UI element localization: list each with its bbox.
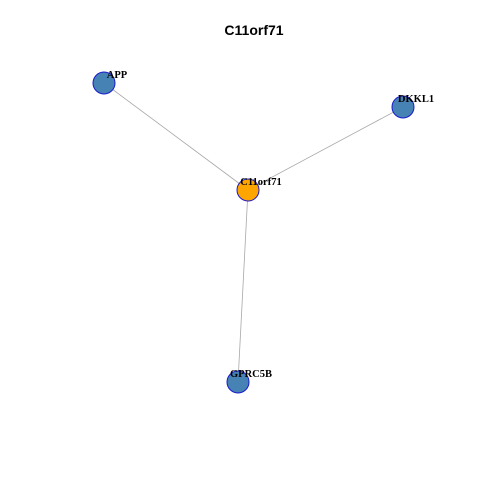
edge-C11orf71-DKKL1 bbox=[247, 106, 404, 191]
node-circle-DKKL1[interactable] bbox=[391, 95, 415, 119]
node-label-APP: APP bbox=[107, 70, 128, 81]
node-circle-GPRC5B[interactable] bbox=[226, 370, 250, 394]
node-circle-APP[interactable] bbox=[92, 71, 116, 95]
node-DKKL1[interactable]: DKKL1 bbox=[391, 94, 434, 119]
node-APP[interactable]: APP bbox=[92, 70, 128, 95]
node-label-C11orf71: C11orf71 bbox=[240, 177, 281, 188]
node-C11orf71[interactable]: C11orf71 bbox=[236, 177, 282, 202]
edge-C11orf71-APP bbox=[103, 82, 249, 191]
edges-layer bbox=[103, 82, 404, 383]
node-GPRC5B[interactable]: GPRC5B bbox=[226, 369, 272, 394]
graph-title: C11orf71 bbox=[224, 22, 283, 38]
node-label-DKKL1: DKKL1 bbox=[398, 94, 434, 105]
edge-C11orf71-GPRC5B bbox=[237, 189, 249, 383]
node-label-GPRC5B: GPRC5B bbox=[230, 369, 272, 380]
node-circle-C11orf71[interactable] bbox=[236, 178, 260, 202]
